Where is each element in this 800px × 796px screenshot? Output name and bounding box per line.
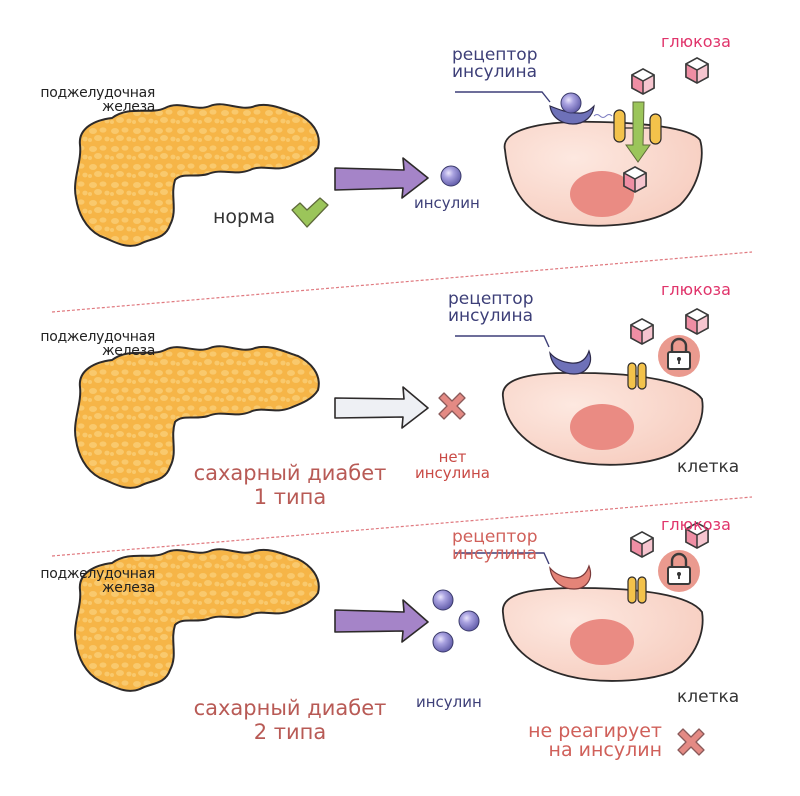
glucose-cube xyxy=(685,57,709,84)
receptor-label: рецептор инсулина xyxy=(452,527,538,564)
check-icon xyxy=(291,197,329,228)
glucose-label: глюкоза xyxy=(661,32,731,51)
divider-2 xyxy=(51,496,753,557)
insulin-molecule xyxy=(432,631,454,653)
glucose-cube xyxy=(630,531,654,558)
lock-icon xyxy=(656,548,702,594)
pancreas-label: поджелудочная железа xyxy=(40,329,155,359)
diagnosis-label-type1: сахарный диабет 1 типа xyxy=(193,461,387,510)
secretion-arrow xyxy=(334,599,429,643)
panel-normal xyxy=(74,57,709,247)
secretion-arrow-empty xyxy=(334,386,429,429)
pancreas-label: поджелудочная железа xyxy=(40,85,155,115)
glucose-channel-left xyxy=(613,109,626,143)
insulin-molecule xyxy=(458,610,480,632)
lock-icon xyxy=(656,333,702,379)
cell-label: клетка xyxy=(677,457,740,477)
glucose-channel-left xyxy=(627,362,637,390)
glucose-entry-arrow xyxy=(625,101,651,163)
no-reaction-cross-icon xyxy=(677,728,705,756)
diagnosis-label-type2: сахарный диабет 2 типа xyxy=(193,696,387,745)
no-insulin-cross-icon xyxy=(438,392,466,420)
pancreas-label: поджелудочная железа xyxy=(40,566,155,596)
status-label-normal: норма xyxy=(213,206,276,228)
secretion-arrow xyxy=(334,157,429,199)
glucose-cube xyxy=(685,308,709,335)
insulin-label: инсулин xyxy=(416,693,482,711)
glucose-channel-right xyxy=(637,576,647,604)
no-reaction-label: не реагирует на инсулин xyxy=(528,720,662,761)
pancreas-illustration xyxy=(74,103,320,247)
receptor-pointer xyxy=(455,91,551,103)
signal-wave xyxy=(593,114,613,118)
receptor-label: рецептор инсулина xyxy=(452,45,538,82)
glucose-channel-left xyxy=(627,576,637,604)
cell-label: клетка xyxy=(677,687,740,707)
bound-insulin xyxy=(560,92,582,114)
cell-nucleus xyxy=(570,171,634,217)
insulin-receptor-empty xyxy=(549,349,592,375)
panel-type2 xyxy=(74,522,709,692)
glucose-cube-inside xyxy=(623,166,647,193)
insulin-molecule xyxy=(440,165,462,187)
glucose-channel-right xyxy=(649,113,662,145)
insulin-label: инсулин xyxy=(414,194,480,212)
no-insulin-label: нет инсулина xyxy=(414,448,490,482)
glucose-label: глюкоза xyxy=(661,515,731,534)
cell-nucleus xyxy=(570,619,634,665)
glucose-channel-right xyxy=(637,362,647,390)
receptor-label: рецептор инсулина xyxy=(448,289,534,326)
glucose-label: глюкоза xyxy=(661,280,731,299)
glucose-cube xyxy=(631,68,655,95)
panel-type1 xyxy=(74,308,709,489)
insulin-molecule xyxy=(432,589,454,611)
glucose-cube xyxy=(630,318,654,345)
insulin-receptor-insensitive xyxy=(549,564,592,590)
receptor-pointer xyxy=(455,552,550,565)
cell-nucleus xyxy=(570,404,634,450)
receptor-pointer xyxy=(455,335,550,348)
divider-1 xyxy=(51,251,753,313)
